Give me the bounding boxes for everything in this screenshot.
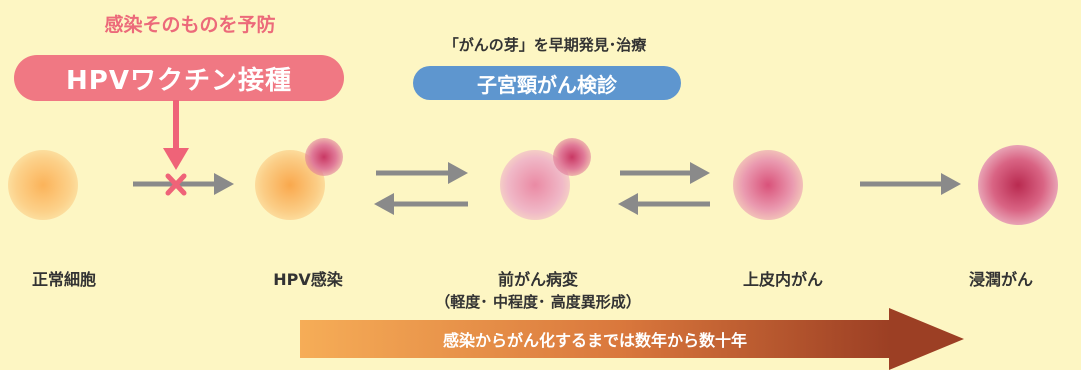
vaccine-down-arrow-stem (173, 100, 179, 150)
arrow-cis-to-invasive (860, 173, 961, 195)
arrow-cis-to-pre-back (618, 193, 710, 215)
stage-label-invasive: 浸潤がん (968, 270, 1033, 289)
invasive-cancer-cell (978, 145, 1058, 225)
hpv-vaccine-badge: HPVワクチン接種 (14, 55, 344, 101)
arrow-pre-to-hpv-back (374, 193, 468, 215)
precancer-spot (553, 138, 591, 176)
normal-cell (8, 150, 78, 220)
carcinoma-in-situ-cell (733, 150, 803, 220)
block-x-icon (165, 173, 187, 196)
cervical-screening-badge: 子宮頸がん検診 (413, 66, 681, 100)
stage-sublabel-precancer: （軽度･ 中程度･ 高度異形成） (435, 293, 641, 311)
prevention-heading: 感染そのものを予防 (104, 14, 276, 36)
hpv-infection-spot (305, 138, 343, 176)
screening-caption: 「がんの芽」を早期発見･治療 (443, 36, 647, 54)
arrow-pre-to-cis-forward (620, 162, 710, 184)
stage-label-cis: 上皮内がん (742, 270, 823, 289)
timeline-bar: 感染からがん化するまでは数年から数十年 (300, 320, 890, 358)
arrow-hpv-to-pre-forward (376, 162, 468, 184)
stage-label-normal: 正常細胞 (31, 270, 96, 289)
timeline-arrow-head (889, 308, 964, 370)
stage-label-precancer: 前がん病変 (497, 270, 578, 289)
stage-label-hpv: HPV感染 (273, 270, 343, 289)
vaccine-down-arrow-head (163, 148, 189, 170)
